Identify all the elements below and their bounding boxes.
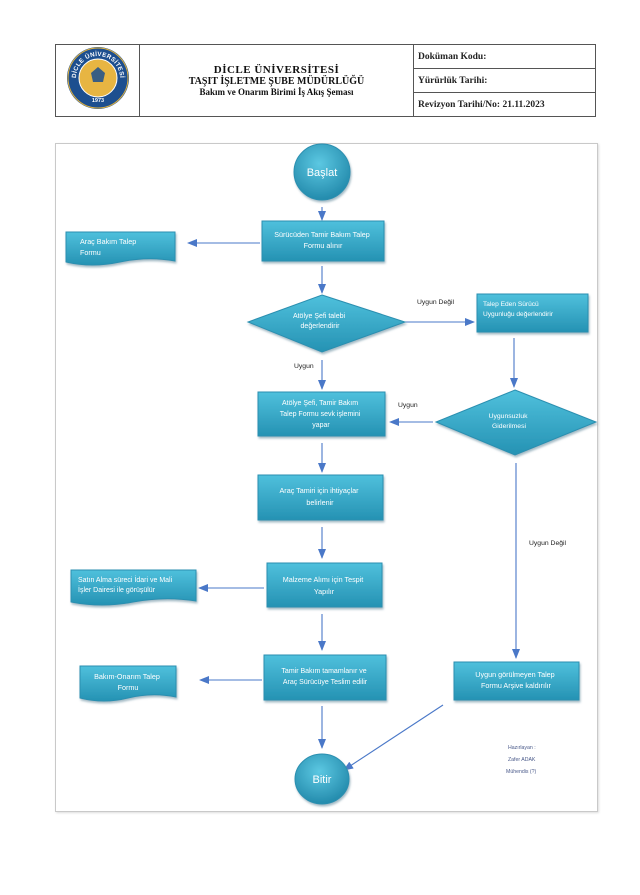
step1-line1: Sürücüden Tamir Bakım Talep (274, 230, 370, 239)
svg-text:Atölye Şefi, Tamir Bakım: Atölye Şefi, Tamir Bakım Talep Formu sev… (280, 400, 362, 429)
svg-text:Tamir Bakım tamamlanır ve: Tamir Bakım tamamlanır ve Araç Sürücüye … (281, 668, 368, 686)
decision-workshop-chief-evaluates: Atölye Şefi talebi değerlendirir (246, 294, 407, 353)
step-repair-complete: Tamir Bakım tamamlanır ve Araç Sürücüye … (263, 654, 387, 701)
svg-text:Uygun görülmeyen Talep F: Uygun görülmeyen Talep Formu Arşive kald… (475, 670, 556, 690)
decision1-line1: Atölye Şefi talebi (293, 313, 346, 320)
prepared-by-block: Hazırlayan : Zafer ADAK Mühendis (?) (506, 745, 537, 775)
step-receive-request: Sürücüden Tamir Bakım Talep Formu alınır (261, 220, 385, 262)
step-archive-rejected-form: Uygun görülmeyen Talep Formu Arşive kald… (453, 661, 580, 701)
step4-line2: Yapılır (314, 587, 335, 596)
step-workshop-chief-dispatch: Atölye Şefi, Tamir Bakım Talep Formu sev… (257, 391, 386, 437)
step5-line1: Tamir Bakım tamamlanır ve (281, 668, 366, 675)
diagram-frame (55, 143, 598, 812)
header-title-university: DİCLE ÜNİVERSİTESİ (213, 64, 340, 76)
svg-text:Satın Alma süreci İdari ve Mal: Satın Alma süreci İdari ve Mali İşler Da… (78, 575, 174, 594)
university-seal-icon: DİCLE ÜNİVERSİTESİ 1973 (66, 47, 129, 109)
doc-maintenance-repair-form: Bakım-Onarım Talep Formu (79, 665, 177, 702)
doc2-line2: İşler Dairesi ile görüşülür (78, 585, 156, 594)
step4-line1: Malzeme Alımı için Tespit (283, 575, 364, 584)
svg-text:Sürücüden Tamir Bakım Talep: Sürücüden Tamir Bakım Talep Formu alınır (274, 230, 372, 250)
doc3-line2: Formu (118, 683, 139, 692)
end-node: Bitir (294, 753, 350, 805)
label-suitable-1: Uygun (294, 363, 314, 370)
svg-text:Bakım-Onarım Talep Formu: Bakım-Onarım Talep Formu (94, 672, 162, 692)
connectors (187, 207, 520, 771)
svg-text:Atölye Şefi talebi değer: Atölye Şefi talebi değerlendirir (293, 313, 347, 330)
svg-text:Talep Eden Sürücü Uygunl: Talep Eden Sürücü Uygunluğu değerlendiri… (483, 301, 554, 318)
side1-line2: Uygunluğu değerlendirir (483, 311, 554, 318)
doc1-line1: Araç Bakım Talep (80, 237, 136, 246)
step3-line1: Araç Tamiri için ihtiyaçlar (280, 486, 360, 495)
side1-line1: Talep Eden Sürücü (483, 301, 539, 308)
step3-line2: belirlenir (306, 498, 334, 507)
doc1-line2: Formu (80, 248, 101, 257)
doc2-line1: Satın Alma süreci İdari ve Mali (78, 575, 173, 584)
doc-purchasing-process: Satın Alma süreci İdari ve Mali İşler Da… (70, 569, 197, 606)
arrow-side2-to-end (343, 704, 444, 771)
step-determine-needs: Araç Tamiri için ihtiyaçlar belirlenir (257, 474, 384, 521)
doc3-line1: Bakım-Onarım Talep (94, 672, 160, 681)
step1-line2: Formu alınır (304, 241, 343, 250)
step2-line2: Talep Formu sevk işlemini (280, 411, 361, 418)
decision1-line2: değerlendirir (301, 323, 341, 330)
step2-line1: Atölye Şefi, Tamir Bakım (282, 400, 358, 407)
start-label: Başlat (307, 167, 338, 179)
svg-text:Araç Bakım Talep Formu: Araç Bakım Talep Formu (80, 237, 138, 257)
svg-text:Araç Tamiri için ihtiyaçlar: Araç Tamiri için ihtiyaçlar belirlenir (280, 486, 361, 507)
prepared-name: Zafer ADAK (508, 757, 536, 763)
header-title-document: Bakım ve Onarım Birimi İş Akış Şeması (199, 87, 354, 97)
side2-line2: Formu Arşive kaldırılır (481, 681, 551, 690)
logo-cell: DİCLE ÜNİVERSİTESİ 1973 (55, 44, 140, 117)
seal-year: 1973 (91, 98, 103, 104)
decision2-line2: Giderilmesi (492, 423, 526, 430)
label-suitable-2: Uygun (398, 402, 418, 409)
svg-text:Uygunsuzluk Giderilmesi: Uygunsuzluk Giderilmesi (489, 413, 530, 430)
step-driver-suitability: Talep Eden Sürücü Uygunluğu değerlendiri… (476, 293, 589, 333)
step5-line2: Araç Sürücüye Teslim edilir (283, 679, 368, 686)
side2-line1: Uygun görülmeyen Talep (475, 670, 554, 679)
header-title-department: TAŞIT İŞLETME ŞUBE MÜDÜRLÜĞÜ (188, 76, 365, 87)
step2-line3: yapar (312, 422, 330, 429)
decision-resolve-nonconformity: Uygunsuzluk Giderilmesi (434, 389, 598, 456)
start-node: Başlat (293, 143, 351, 201)
doc-vehicle-maintenance-form: Araç Bakım Talep Formu (65, 231, 176, 266)
document-header: DİCLE ÜNİVERSİTESİ 1973 DİCLE ÜNİVERSİTE… (55, 44, 596, 117)
label-not-suitable-2: Uygun Değil (529, 540, 567, 547)
step-material-purchase: Malzeme Alımı için Tespit Yapılır (266, 562, 383, 608)
title-cell: DİCLE ÜNİVERSİTESİ TAŞIT İŞLETME ŞUBE MÜ… (139, 44, 414, 117)
end-label: Bitir (313, 774, 332, 786)
effective-date-label: Yürürlük Tarihi: (413, 68, 596, 93)
prepared-label: Hazırlayan : (508, 745, 536, 751)
decision2-line1: Uygunsuzluk (489, 413, 529, 420)
revision-label: Revizyon Tarihi/No: 21.11.2023 (413, 92, 596, 117)
label-not-suitable-1: Uygun Değil (417, 299, 455, 306)
svg-text:Malzeme Alımı için Tespit: Malzeme Alımı için Tespit Yapılır (283, 575, 366, 596)
prepared-title: Mühendis (?) (506, 769, 537, 775)
